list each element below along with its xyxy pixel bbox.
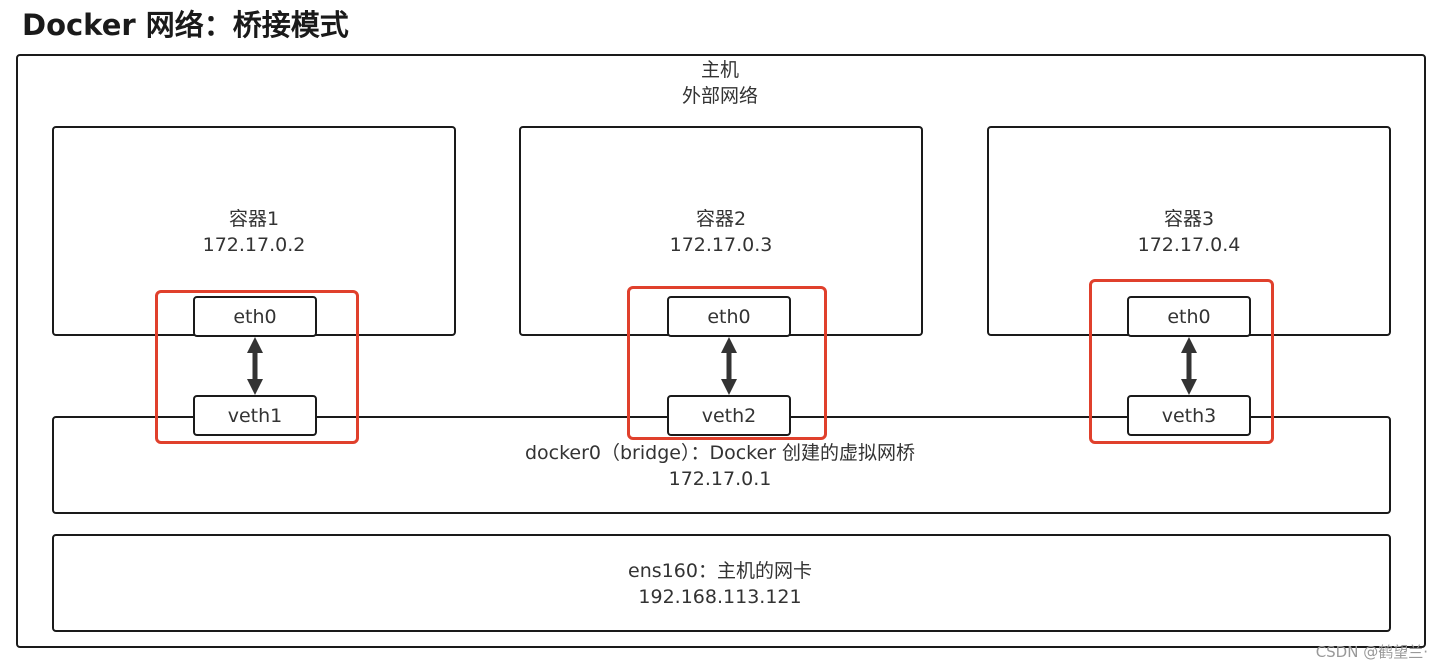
container-label-1: 容器1 172.17.0.2 xyxy=(104,206,404,258)
veth-box-1: veth1 xyxy=(193,395,317,436)
container-ip-3: 172.17.0.4 xyxy=(1137,234,1241,256)
double-arrow-icon xyxy=(717,336,741,396)
double-arrow-icon xyxy=(1177,336,1201,396)
bridge-label-line1: docker0（bridge）：Docker 创建的虚拟网桥 xyxy=(524,442,916,464)
container-ip-2: 172.17.0.3 xyxy=(669,234,773,256)
host-label-line2: 外部网络 xyxy=(681,85,758,107)
container-name-2: 容器2 xyxy=(695,208,747,230)
eth0-box-1: eth0 xyxy=(193,296,317,337)
container-ip-1: 172.17.0.2 xyxy=(202,234,306,256)
nic-label-line2: 192.168.113.121 xyxy=(638,586,802,608)
container-name-3: 容器3 xyxy=(1163,208,1215,230)
nic-box xyxy=(52,534,1391,632)
host-label-line1: 主机 xyxy=(700,59,739,81)
diagram-title: Docker 网络：桥接模式 xyxy=(22,8,349,42)
veth-box-2: veth2 xyxy=(667,395,791,436)
veth-box-3: veth3 xyxy=(1127,395,1251,436)
host-label: 主机 外部网络 xyxy=(620,57,820,109)
highlight-frame-3 xyxy=(1089,279,1274,444)
container-label-2: 容器2 172.17.0.3 xyxy=(571,206,871,258)
container-name-1: 容器1 xyxy=(228,208,280,230)
highlight-frame-2 xyxy=(627,286,827,440)
double-arrow-icon xyxy=(243,336,267,396)
nic-label: ens160：主机的网卡 192.168.113.121 xyxy=(520,558,920,610)
highlight-frame-1 xyxy=(155,290,359,444)
watermark: CSDN @鹤望兰· xyxy=(1315,643,1428,661)
eth0-box-3: eth0 xyxy=(1127,296,1251,337)
host-box xyxy=(16,54,1426,648)
eth0-box-2: eth0 xyxy=(667,296,791,337)
bridge-label: docker0（bridge）：Docker 创建的虚拟网桥 172.17.0.… xyxy=(420,440,1020,492)
bridge-label-line2: 172.17.0.1 xyxy=(668,468,772,490)
nic-label-line1: ens160：主机的网卡 xyxy=(628,560,812,582)
container-label-3: 容器3 172.17.0.4 xyxy=(1039,206,1339,258)
